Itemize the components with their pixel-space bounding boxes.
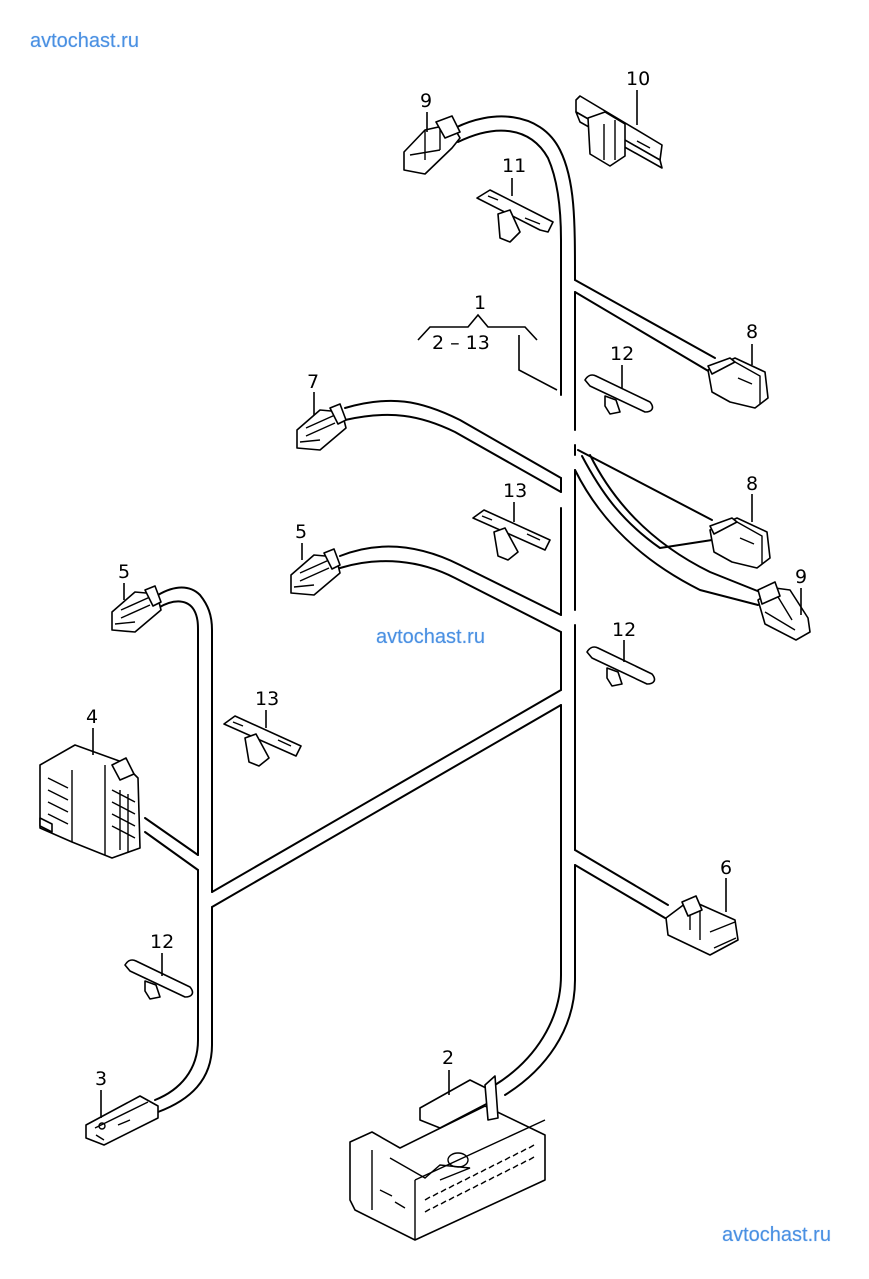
callout-12-middle: 12 xyxy=(612,619,636,641)
watermark-bottom: avtochast.ru xyxy=(722,1224,831,1246)
branch-5-middle xyxy=(339,545,562,616)
callout-3: 3 xyxy=(95,1068,107,1090)
part-8-connector-upper[interactable]: 8 xyxy=(707,321,769,409)
part-3-connector[interactable]: 3 xyxy=(85,1068,159,1146)
trunk-top-loop xyxy=(454,115,576,281)
part-7-connector[interactable]: 7 xyxy=(296,371,347,451)
callout-11: 11 xyxy=(502,155,526,177)
callout-5-middle: 5 xyxy=(295,521,307,543)
branch-8-lower xyxy=(577,449,713,521)
callout-10: 10 xyxy=(626,68,650,90)
part-12-clip-upper[interactable]: 12 xyxy=(584,343,654,415)
callout-2: 2 xyxy=(442,1047,454,1069)
trunk-top-loop-inner xyxy=(457,129,562,396)
callout-9-lower: 9 xyxy=(795,566,807,588)
branch-4 xyxy=(144,817,199,856)
part-5-connector-middle[interactable]: 5 xyxy=(290,521,341,596)
callout-13-left: 13 xyxy=(255,688,279,710)
branch-6 xyxy=(574,849,669,906)
part-12-clip-middle[interactable]: 12 xyxy=(586,619,656,687)
branch-8-upper xyxy=(574,279,716,359)
callout-13-upper: 13 xyxy=(503,480,527,502)
part-12-clip-lower[interactable]: 12 xyxy=(124,931,194,1000)
callout-6: 6 xyxy=(720,857,732,879)
part-10-clip[interactable]: 10 xyxy=(575,68,663,169)
part-13-clip-left[interactable]: 13 xyxy=(223,688,302,767)
callout-9-top: 9 xyxy=(420,90,432,112)
branch-diagonal xyxy=(211,689,562,893)
callout-2-13: 2 – 13 xyxy=(432,332,490,354)
part-2-connector[interactable]: 2 xyxy=(349,1047,546,1241)
callout-1: 1 xyxy=(474,292,486,314)
branch-9-lower xyxy=(574,469,759,606)
harness-wires xyxy=(144,115,761,1113)
callout-4: 4 xyxy=(86,706,98,728)
part-5-connector-left[interactable]: 5 xyxy=(111,561,162,633)
branch-7 xyxy=(344,399,562,479)
assembly-bracket: 1 2 – 13 xyxy=(417,292,558,391)
part-4-connector[interactable]: 4 xyxy=(39,706,141,859)
part-13-clip-upper[interactable]: 13 xyxy=(472,480,551,561)
part-9-connector-top[interactable]: 9 xyxy=(403,90,461,175)
callout-5-left: 5 xyxy=(118,561,130,583)
callout-12-lower: 12 xyxy=(150,931,174,953)
part-6-connector[interactable]: 6 xyxy=(665,857,739,956)
left-trunk xyxy=(157,586,213,893)
part-9-connector-lower[interactable]: 9 xyxy=(757,566,811,641)
part-11-clip[interactable]: 11 xyxy=(476,155,554,243)
callout-12-upper: 12 xyxy=(610,343,634,365)
watermark-middle: avtochast.ru xyxy=(376,626,485,648)
callout-8-upper: 8 xyxy=(746,321,758,343)
part-8-connector-lower[interactable]: 8 xyxy=(709,473,771,569)
callout-7: 7 xyxy=(307,371,319,393)
watermark-top: avtochast.ru xyxy=(30,30,139,52)
callout-8-lower: 8 xyxy=(746,473,758,495)
